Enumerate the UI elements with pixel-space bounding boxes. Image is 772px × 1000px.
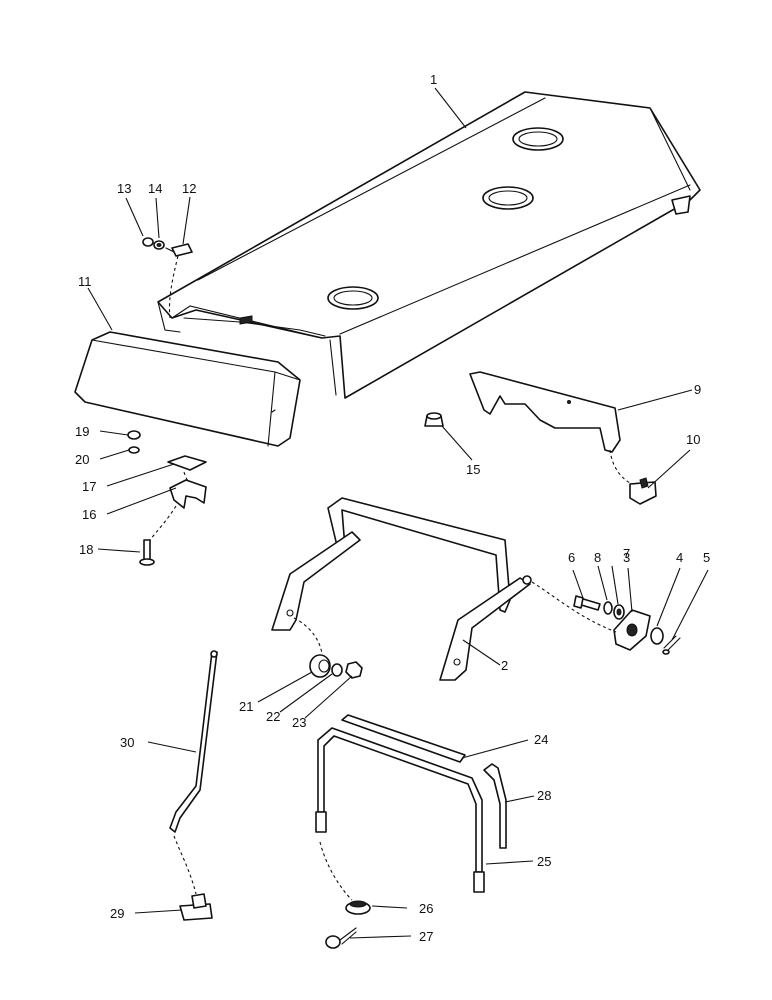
callout-1: 1 [430,72,437,87]
leader-lines [87,87,709,939]
part-27-clip [325,927,357,949]
callout-27: 27 [419,929,433,944]
part-24-strip [341,714,466,763]
hood-opening-2 [482,186,534,210]
part-11-front-panel [74,331,301,447]
callout-18: 18 [79,542,93,557]
callout-2: 2 [501,658,508,673]
part-6-bolt [573,595,601,611]
part-9-plate [469,371,621,453]
part-5-pin [662,635,681,655]
callout-21: 21 [239,699,253,714]
hood-opening-3 [327,286,379,310]
callout-3: 3 [623,550,630,565]
part-20-washer [128,446,140,454]
callout-14: 14 [148,181,162,196]
part-3-mount [613,609,651,651]
callout-20: 20 [75,452,89,467]
part-17-bracket [167,455,207,471]
part-15-grommet [424,412,444,427]
callout-25: 25 [537,854,551,869]
callout-28: 28 [537,788,551,803]
part-14-washer [153,240,165,250]
part-16-bracket [169,479,207,509]
callout-4: 4 [676,550,683,565]
part-13-washer [142,237,154,247]
part-8-washer [603,601,613,615]
part-30-rod [169,650,218,833]
part-2-frame [271,497,532,681]
callout-24: 24 [534,732,548,747]
part-28-rod [483,763,507,849]
part-1-hood [157,91,701,399]
part-22-washer [331,663,343,677]
part-4-washer [650,627,664,645]
part-12-bolt [165,243,193,257]
callout-19: 19 [75,424,89,439]
callout-9: 9 [694,382,701,397]
callout-13: 13 [117,181,131,196]
callout-15: 15 [466,462,480,477]
callout-8: 8 [594,550,601,565]
hood-opening-1 [512,127,564,151]
part-23-nut [345,661,363,679]
callout-17: 17 [82,479,96,494]
part-19-nut [127,430,141,440]
callout-22: 22 [266,709,280,724]
callout-labels: 1 2 3 4 5 6 7 8 9 10 11 12 13 14 15 16 1… [75,72,710,944]
callout-16: 16 [82,507,96,522]
part-18-bolt [139,539,155,566]
callout-5: 5 [703,550,710,565]
part-7-washer [613,604,625,620]
callout-26: 26 [419,901,433,916]
callout-11: 11 [78,274,92,289]
callout-7: 7 [623,546,630,561]
callout-30: 30 [120,735,134,750]
callout-29: 29 [110,906,124,921]
part-10-clip [629,477,657,505]
part-29-clip [179,893,213,921]
callout-10: 10 [686,432,700,447]
callout-23: 23 [292,715,306,730]
part-25-rod-frame [315,727,485,893]
part-26-grommet [345,900,371,915]
part-21-spacer [309,654,331,678]
callout-12: 12 [182,181,196,196]
callout-6: 6 [568,550,575,565]
